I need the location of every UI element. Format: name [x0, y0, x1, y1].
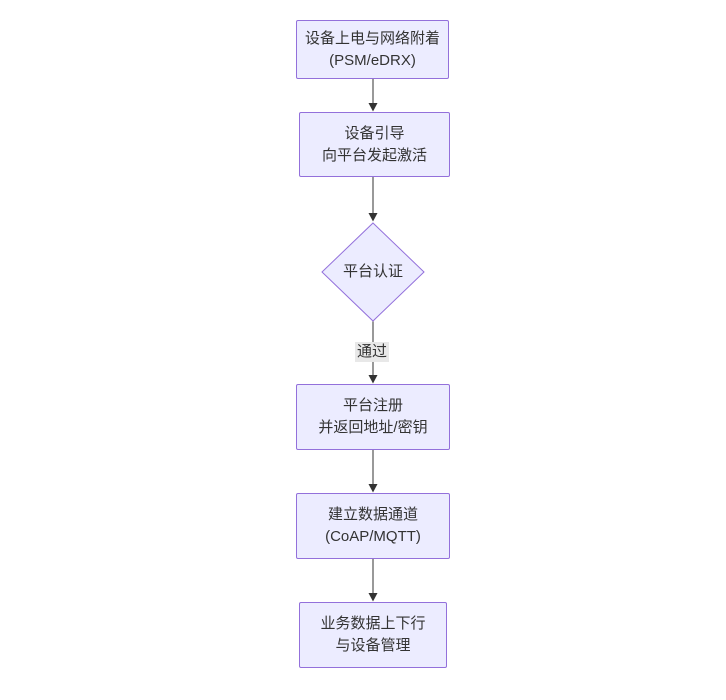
node-platform-register: 平台注册 并返回地址/密钥	[296, 384, 450, 450]
node-label-line: 并返回地址/密钥	[318, 419, 428, 436]
node-label-line: (PSM/eDRX)	[329, 51, 416, 69]
arrowhead-icon	[368, 593, 378, 602]
edge-label-pass: 通过	[354, 342, 390, 362]
node-business-data-management: 业务数据上下行 与设备管理	[299, 602, 447, 668]
decision-platform-auth-label: 平台认证	[342, 263, 404, 280]
node-device-power-network-attach: 设备上电与网络附着 (PSM/eDRX)	[296, 20, 449, 79]
node-label-line: 设备上电与网络附着	[304, 29, 440, 47]
node-label-line: 平台注册	[342, 397, 403, 414]
decision-diamond-shape	[321, 222, 425, 322]
node-label-line: 与设备管理	[335, 637, 411, 654]
arrowhead-icon	[368, 213, 378, 222]
node-device-bootstrap: 设备引导 向平台发起激活	[299, 112, 450, 177]
node-label-line: 向平台发起激活	[321, 146, 427, 164]
node-label-line: 设备引导	[344, 124, 405, 142]
arrowhead-icon	[368, 484, 378, 493]
node-label-line: 建立数据通道	[327, 506, 418, 523]
arrowhead-icon	[368, 375, 378, 384]
node-data-channel: 建立数据通道 (CoAP/MQTT)	[296, 493, 450, 559]
arrowhead-icon	[368, 103, 378, 112]
node-label-line: 业务数据上下行	[320, 615, 426, 632]
node-label-line: (CoAP/MQTT)	[325, 528, 421, 545]
